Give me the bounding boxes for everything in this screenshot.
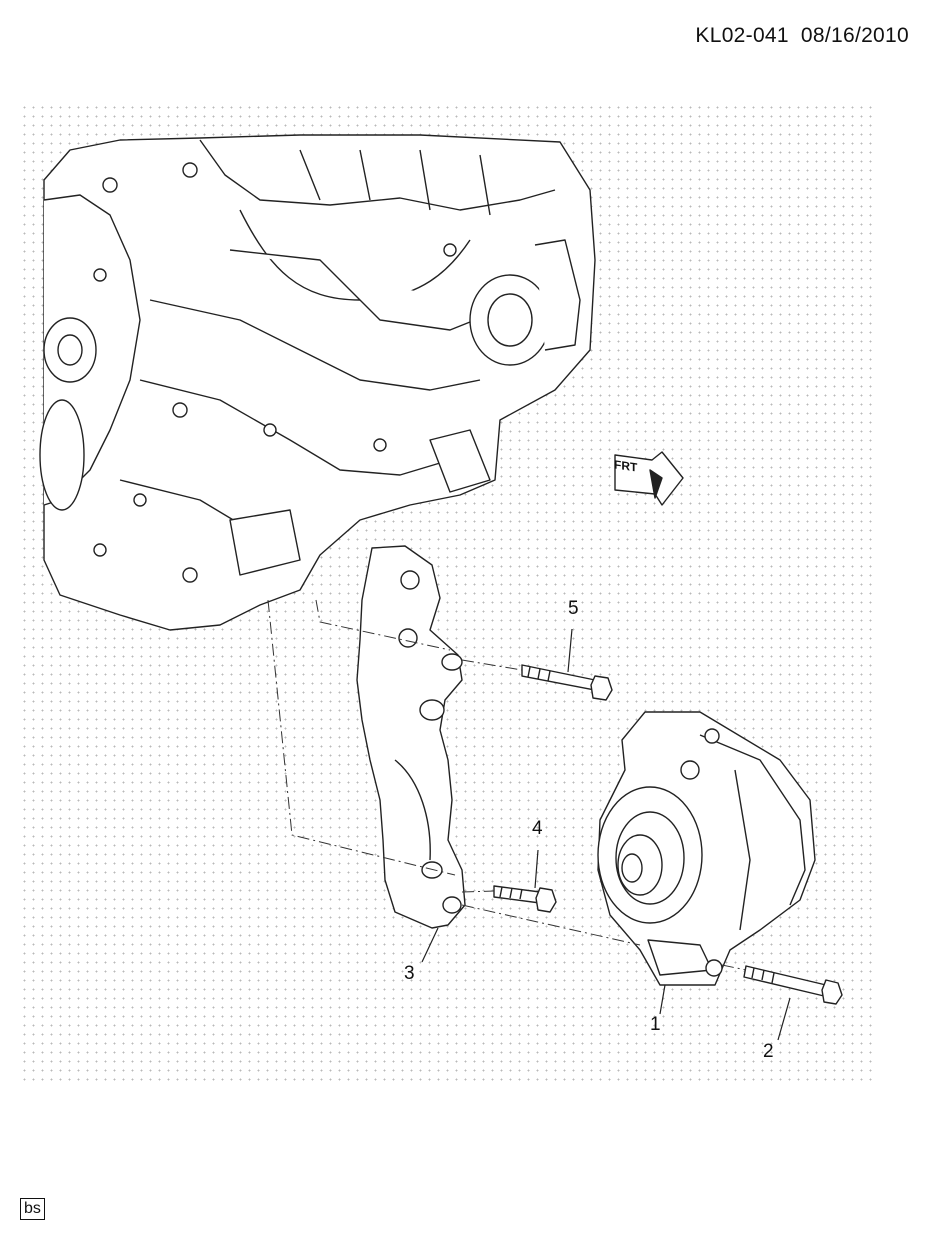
alternator-bracket (356, 545, 466, 929)
callout-2: 2 (763, 1041, 774, 1062)
callout-5: 5 (568, 598, 579, 619)
engine-block (39, 134, 596, 631)
bolt-2 (743, 965, 843, 1005)
diagram-header: KL02-041 08/16/2010 (683, 24, 909, 48)
callout-1: 1 (650, 1014, 661, 1035)
front-arrow-icon (614, 451, 684, 506)
callout-4: 4 (532, 818, 543, 839)
footer-tag: bs (20, 1198, 45, 1220)
diagram-code: KL02-041 (695, 24, 789, 47)
diagram-date: 08/16/2010 (800, 24, 909, 47)
alignment-lines (267, 599, 747, 971)
alternator (597, 711, 816, 986)
bolt-5 (521, 664, 613, 701)
bolt-4 (493, 885, 557, 913)
callout-3: 3 (404, 963, 415, 984)
leader-lines (421, 628, 791, 1041)
